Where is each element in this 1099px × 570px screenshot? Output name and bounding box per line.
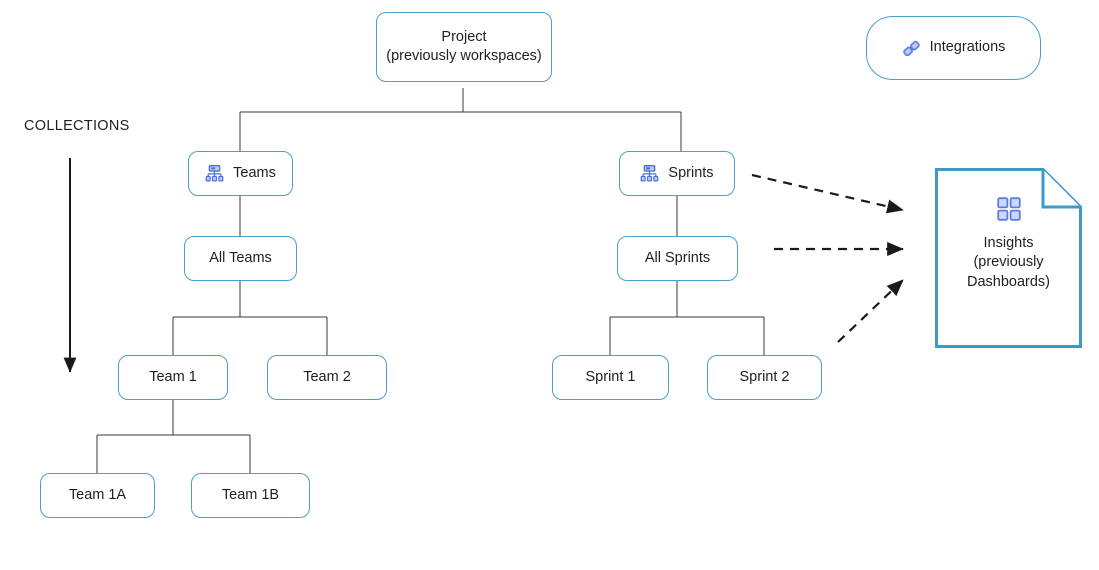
node-sprint-2[interactable]: Sprint 2	[707, 355, 822, 400]
node-sprints[interactable]: Sprints	[619, 151, 735, 196]
node-all-teams[interactable]: All Teams	[184, 236, 297, 281]
node-team-2[interactable]: Team 2	[267, 355, 387, 400]
node-all-teams-label: All Teams	[209, 249, 272, 266]
node-team-1a-label: Team 1A	[68, 486, 127, 503]
node-all-sprints[interactable]: All Sprints	[617, 236, 738, 281]
node-integrations-label: Integrations	[929, 39, 1006, 56]
edge-sprints-to-insights	[751, 173, 904, 214]
insights-content: Insights (previously Dashboards)	[935, 168, 1082, 348]
node-sprints-label: Sprints	[668, 164, 714, 181]
link-chain-icon	[902, 39, 921, 58]
org-chart-icon	[640, 164, 659, 183]
node-team-1-label: Team 1	[149, 368, 197, 385]
node-team-1[interactable]: Team 1	[118, 355, 228, 400]
node-sprint-1[interactable]: Sprint 1	[552, 355, 669, 400]
node-insights-label: Insights (previously Dashboards)	[966, 235, 1050, 290]
node-project-label: Project (previously workspaces)	[386, 28, 542, 64]
node-teams[interactable]: Teams	[188, 151, 293, 196]
dashboard-grid-icon	[996, 196, 1022, 222]
node-team-1b[interactable]: Team 1B	[191, 473, 310, 518]
node-insights[interactable]: Insights (previously Dashboards)	[935, 168, 1082, 348]
node-team-2-label: Team 2	[303, 368, 351, 385]
node-team-1a[interactable]: Team 1A	[40, 473, 155, 518]
org-chart-icon	[205, 164, 224, 183]
node-sprint-2-label: Sprint 2	[739, 368, 790, 385]
edge-sprint2-to-insights	[837, 279, 904, 343]
node-project[interactable]: Project (previously workspaces)	[376, 12, 552, 82]
node-integrations[interactable]: Integrations	[866, 16, 1041, 80]
node-all-sprints-label: All Sprints	[644, 249, 711, 266]
collections-annotation-label: COLLECTIONS	[24, 118, 130, 134]
node-team-1b-label: Team 1B	[221, 486, 280, 503]
node-teams-label: Teams	[233, 164, 276, 181]
node-sprint-1-label: Sprint 1	[585, 368, 636, 385]
